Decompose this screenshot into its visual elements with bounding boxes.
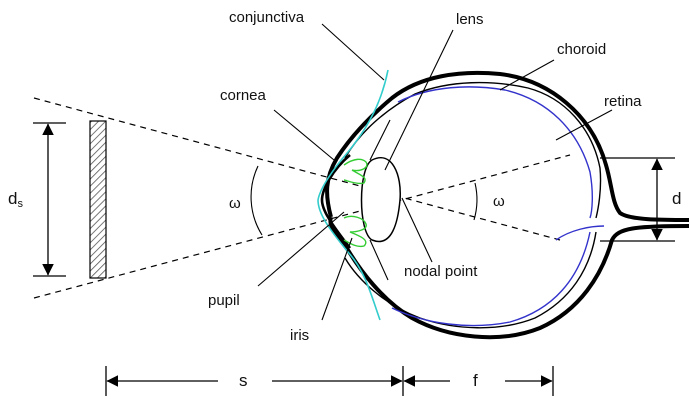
ray-upper [33, 97, 561, 241]
ciliary-upper [369, 119, 391, 161]
iris-label: iris [290, 327, 309, 344]
ds-label: ds [8, 189, 23, 210]
cornea-outline [320, 154, 352, 249]
retina-label: retina [604, 93, 642, 110]
lens-leader [384, 29, 454, 171]
choroid-line [344, 81, 602, 329]
conjunctiva-line [317, 69, 389, 321]
optic-nerve-line [555, 225, 605, 241]
retina-leader [555, 109, 613, 141]
omega-arc-left [250, 165, 263, 236]
omega-label-right: ω [493, 193, 505, 210]
cornea-leader [273, 109, 335, 161]
s-label: s [239, 371, 248, 390]
omega-arc-right [473, 182, 478, 221]
retina-line [391, 86, 593, 327]
pupil-label: pupil [208, 292, 240, 309]
object-bar [89, 120, 107, 279]
conjunctiva-label: conjunctiva [229, 9, 305, 26]
lens-shape [360, 157, 401, 243]
nodal-point-leader [401, 197, 433, 263]
ray-lower [33, 154, 571, 299]
cornea-label: cornea [220, 87, 267, 104]
omega-label-left: ω [229, 195, 241, 212]
pupil-leader [257, 211, 345, 287]
iris-lower [343, 215, 367, 248]
iris-upper [343, 158, 368, 185]
ciliary-lower [369, 239, 389, 281]
lens-label: lens [456, 11, 484, 28]
iris-leader [321, 237, 353, 321]
choroid-label: choroid [557, 41, 606, 58]
conjunctiva-leader [321, 23, 385, 81]
choroid-leader [499, 59, 555, 91]
nodal-point-label: nodal point [404, 263, 478, 280]
d-label: d [672, 189, 681, 208]
f-label: f [473, 371, 478, 390]
